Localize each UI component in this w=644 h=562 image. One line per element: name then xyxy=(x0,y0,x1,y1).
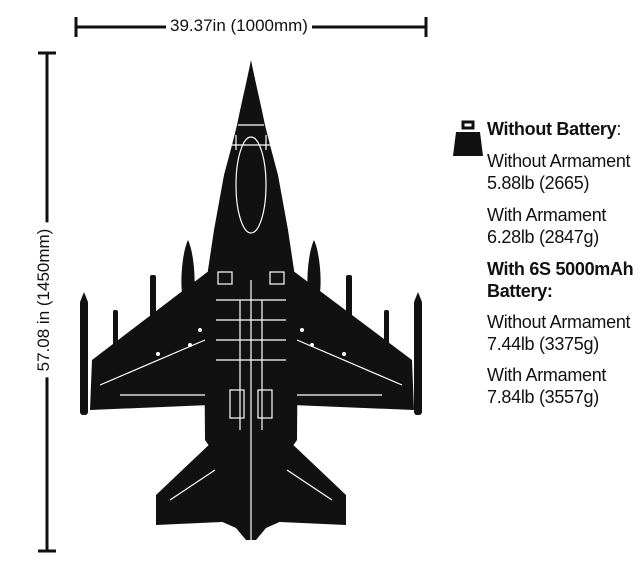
pylon-missile-left-2 xyxy=(150,275,156,320)
with-armament-value: 6.28lb (2847g) xyxy=(487,227,599,247)
with-armament-label: With Armament xyxy=(487,205,607,225)
pylon-missile-right-1 xyxy=(384,310,389,350)
wingtip-missile-left xyxy=(80,300,88,415)
battery-without-armament-label: Without Armament xyxy=(487,312,631,332)
weight-icon xyxy=(453,120,483,156)
fuel-tank-left xyxy=(181,240,195,296)
heading-colon: : xyxy=(616,119,622,139)
heading-without-battery: Without Battery: xyxy=(487,118,621,140)
heading-with-battery-line1: With 6S 5000mAh xyxy=(487,259,634,279)
pylon-missile-left-1 xyxy=(113,310,118,350)
without-armament-label: Without Armament xyxy=(487,151,631,171)
fuel-tank-right xyxy=(307,240,321,296)
wing-right xyxy=(292,270,414,410)
wingspan-label: 39.37in (1000mm) xyxy=(166,16,312,36)
stabilizer-left xyxy=(156,440,222,525)
stabilizer-right xyxy=(280,440,346,525)
canopy xyxy=(235,136,267,234)
pylon-missile-right-2 xyxy=(346,275,352,320)
wingtip-missile-right xyxy=(414,300,422,415)
battery-with-armament-label: With Armament xyxy=(487,365,607,385)
wing-left xyxy=(90,270,210,410)
battery-with-armament-value: 7.84lb (3557g) xyxy=(487,387,599,407)
without-armament-value: 5.88lb (2665) xyxy=(487,173,590,193)
heading-without-battery-text: Without Battery xyxy=(487,119,617,139)
heading-with-battery-line2: Battery: xyxy=(487,281,553,301)
battery-without-armament-value: 7.44lb (3375g) xyxy=(487,334,599,354)
